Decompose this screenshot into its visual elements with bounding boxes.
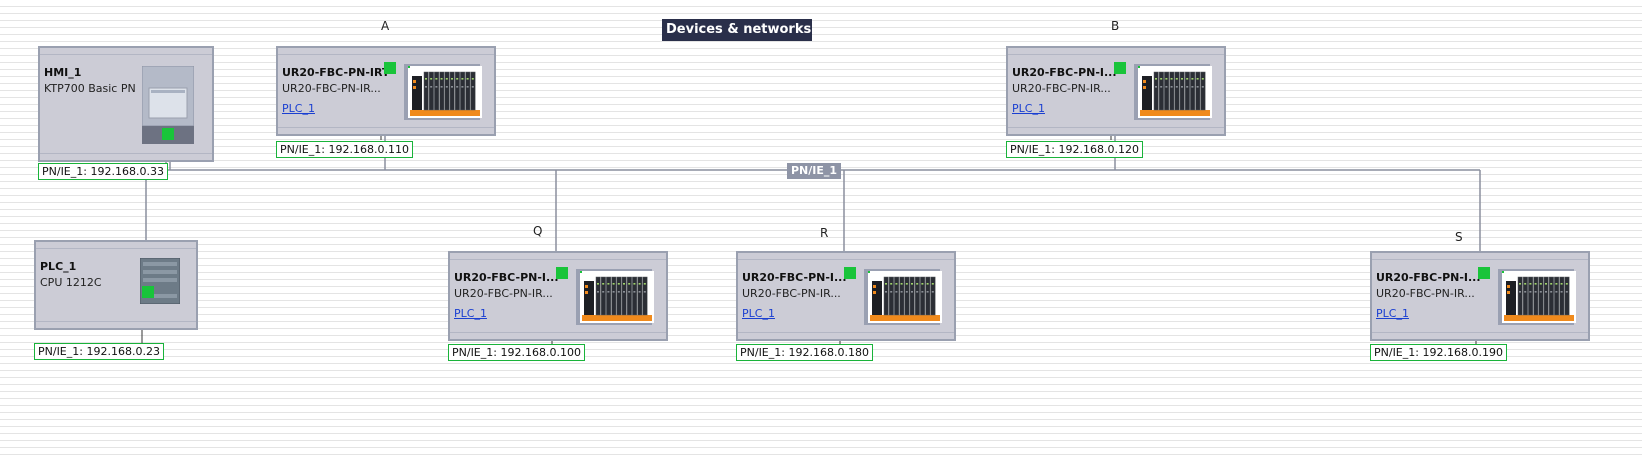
io-module-rack-icon bbox=[1114, 54, 1224, 120]
device-type: UR20-FBC-PN-IR... bbox=[1376, 287, 1475, 300]
editor-title: Devices & networks bbox=[662, 19, 812, 41]
device-name: UR20-FBC-PN-I... bbox=[742, 271, 847, 284]
address-label-a[interactable]: PN/IE_1: 192.168.0.110 bbox=[276, 141, 413, 158]
device-io-s[interactable]: UR20-FBC-PN-I... UR20-FBC-PN-IR... PLC_1 bbox=[1370, 251, 1590, 341]
device-name: UR20-FBC-PN-I... bbox=[1012, 66, 1117, 79]
device-type: CPU 1212C bbox=[40, 276, 102, 289]
plc-link[interactable]: PLC_1 bbox=[742, 307, 775, 320]
device-type: UR20-FBC-PN-IR... bbox=[282, 82, 381, 95]
profinet-port-icon bbox=[142, 286, 154, 298]
plc-link[interactable]: PLC_1 bbox=[1376, 307, 1409, 320]
device-type: KTP700 Basic PN bbox=[44, 82, 136, 95]
address-label-plc[interactable]: PN/IE_1: 192.168.0.23 bbox=[34, 343, 164, 360]
io-module-rack-icon bbox=[384, 54, 494, 120]
profinet-port-icon bbox=[384, 62, 396, 74]
device-letter-b: B bbox=[1111, 19, 1120, 33]
subnet-label[interactable]: PN/IE_1 bbox=[787, 163, 841, 179]
address-label-q[interactable]: PN/IE_1: 192.168.0.100 bbox=[448, 344, 585, 361]
device-type: UR20-FBC-PN-IR... bbox=[742, 287, 841, 300]
device-plc[interactable]: PLC_1 CPU 1212C bbox=[34, 240, 198, 330]
plc-cpu-icon bbox=[140, 258, 180, 304]
address-label-b[interactable]: PN/IE_1: 192.168.0.120 bbox=[1006, 141, 1143, 158]
plc-link[interactable]: PLC_1 bbox=[454, 307, 487, 320]
io-module-rack-icon bbox=[556, 259, 666, 325]
device-letter-a: A bbox=[381, 19, 390, 33]
device-io-b[interactable]: UR20-FBC-PN-I... UR20-FBC-PN-IR... PLC_1 bbox=[1006, 46, 1226, 136]
io-module-rack-icon bbox=[844, 259, 954, 325]
plc-link[interactable]: PLC_1 bbox=[1012, 102, 1045, 115]
io-module-rack-icon bbox=[1478, 259, 1588, 325]
plc-link[interactable]: PLC_1 bbox=[282, 102, 315, 115]
device-name: PLC_1 bbox=[40, 260, 77, 273]
profinet-port-icon bbox=[1114, 62, 1126, 74]
device-letter-q: Q bbox=[533, 224, 543, 238]
device-name: HMI_1 bbox=[44, 66, 82, 79]
profinet-port-icon bbox=[844, 267, 856, 279]
hmi-panel-icon bbox=[142, 66, 194, 144]
device-name: UR20-FBC-PN-I... bbox=[454, 271, 559, 284]
device-hmi[interactable]: HMI_1 KTP700 Basic PN bbox=[38, 46, 214, 162]
profinet-port-icon bbox=[556, 267, 568, 279]
address-label-s[interactable]: PN/IE_1: 192.168.0.190 bbox=[1370, 344, 1507, 361]
profinet-port-icon bbox=[1478, 267, 1490, 279]
device-type: UR20-FBC-PN-IR... bbox=[454, 287, 553, 300]
address-label-hmi[interactable]: PN/IE_1: 192.168.0.33 bbox=[38, 163, 168, 180]
device-name: UR20-FBC-PN-IRT bbox=[282, 66, 390, 79]
device-name: UR20-FBC-PN-I... bbox=[1376, 271, 1481, 284]
device-letter-r: R bbox=[820, 226, 829, 240]
device-io-r[interactable]: UR20-FBC-PN-I... UR20-FBC-PN-IR... PLC_1 bbox=[736, 251, 956, 341]
device-io-a[interactable]: UR20-FBC-PN-IRT UR20-FBC-PN-IR... PLC_1 bbox=[276, 46, 496, 136]
device-letter-s: S bbox=[1455, 230, 1463, 244]
address-label-r[interactable]: PN/IE_1: 192.168.0.180 bbox=[736, 344, 873, 361]
device-io-q[interactable]: UR20-FBC-PN-I... UR20-FBC-PN-IR... PLC_1 bbox=[448, 251, 668, 341]
profinet-port-icon bbox=[162, 128, 174, 140]
device-type: UR20-FBC-PN-IR... bbox=[1012, 82, 1111, 95]
